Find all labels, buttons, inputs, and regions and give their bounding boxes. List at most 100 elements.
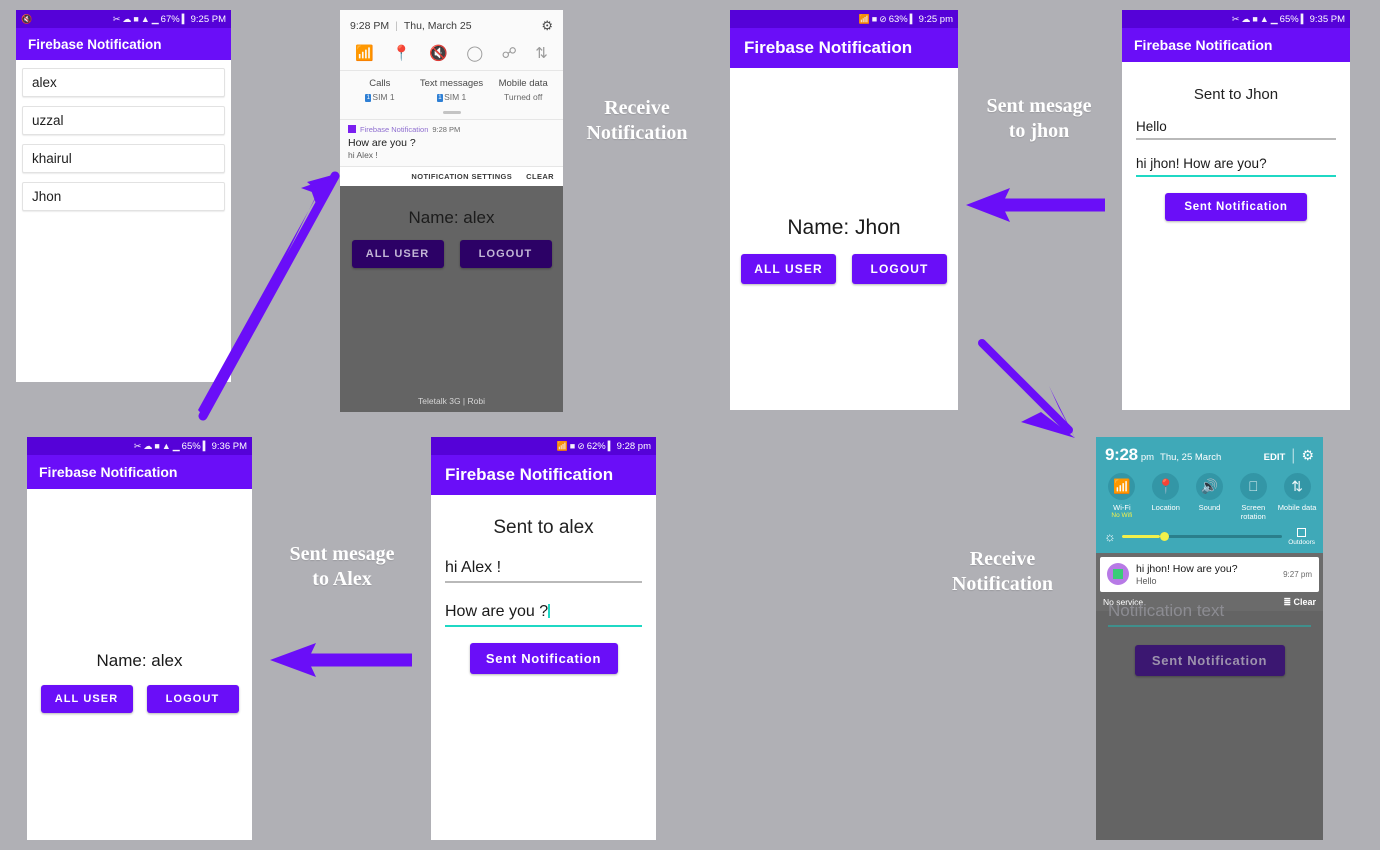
data-transfer-icon[interactable]: ⇅ xyxy=(535,45,548,62)
toggle-label: Mobile data xyxy=(1277,503,1317,512)
app-icon xyxy=(348,125,356,134)
signal2-icon: ▁ xyxy=(172,440,180,451)
logout-button[interactable]: LOGOUT xyxy=(852,254,947,284)
signal2-icon: ▁ xyxy=(1270,13,1278,24)
app-bar-title: Firebase Notification xyxy=(28,36,162,52)
list-item[interactable]: alex xyxy=(22,68,225,97)
clear-button[interactable]: ≣ Clear xyxy=(1283,596,1316,607)
toggle-mobile-data[interactable]: ⇅ Mobile data xyxy=(1276,473,1318,522)
toggle-label: Location xyxy=(1151,503,1180,512)
mute-icon[interactable]: 🔇 xyxy=(429,45,449,62)
send-notification-button[interactable]: Sent Notification xyxy=(1165,192,1307,221)
outdoors-toggle[interactable]: Outdoors xyxy=(1288,527,1315,546)
notification-body: Hello xyxy=(1136,575,1157,586)
notification-title-field[interactable]: Hello xyxy=(1136,119,1336,140)
arrow-shaft xyxy=(198,171,340,421)
mute-icon: ✂ xyxy=(112,13,121,24)
mute-icon: ⊘ xyxy=(879,13,887,24)
shade-header: 9:28 PM | Thu, March 25 ⚙ xyxy=(340,10,563,38)
shade-time: 9:28 PM xyxy=(350,20,390,32)
phone-home-jhon: 📶 ■ ⊘ 63% ▍ 9:25 pm Firebase Notificatio… xyxy=(730,10,958,410)
notification-title-field[interactable]: hi Alex ! xyxy=(445,559,642,583)
toggle-label: Sound xyxy=(1198,503,1221,512)
notification-text-field[interactable]: hi jhon! How are you? xyxy=(1136,156,1336,177)
dimmed-app-behind: Name: alex ALL USER LOGOUT xyxy=(340,186,563,268)
slider-knob[interactable] xyxy=(1160,532,1170,542)
status-bar: ✂ ☁ ■ ▲ ▁ 65% ▍ 9:36 PM xyxy=(27,437,252,455)
app-bar-title: Firebase Notification xyxy=(39,464,178,480)
signal2-icon: ▁ xyxy=(151,13,159,24)
app-bar-title: Firebase Notification xyxy=(1134,37,1273,53)
shade-time: 9:28 xyxy=(1105,445,1138,464)
toggle-location[interactable]: 📍 Location xyxy=(1145,473,1187,522)
all-user-button[interactable]: ALL USER xyxy=(741,254,836,284)
list-item[interactable]: Jhon xyxy=(22,182,225,211)
toggle-sound[interactable]: 🔊 Sound xyxy=(1189,473,1231,522)
notification-actions: NOTIFICATION SETTINGS CLEAR xyxy=(340,165,563,186)
arrow-head-left xyxy=(1021,412,1075,438)
all-user-button[interactable]: ALL USER xyxy=(40,685,133,713)
info-tile-label: Text messages xyxy=(419,78,484,89)
info-tile-label: Calls xyxy=(369,78,391,89)
list-item[interactable]: uzzal xyxy=(22,106,225,135)
quick-toggles: 📶 Wi-Fi No Wifi 📍 Location 🔊 Sound ⎕ Scr… xyxy=(1096,469,1323,524)
bluetooth-icon[interactable]: ☍ xyxy=(501,45,517,62)
toggle-wifi[interactable]: 📶 Wi-Fi No Wifi xyxy=(1101,473,1143,522)
arrow-head xyxy=(966,188,1010,222)
notification-shade: 9:28 pm Thu, 25 March EDIT | ⚙ 📶 Wi-Fi N… xyxy=(1096,437,1323,553)
quick-toggles: 📶 📍 🔇 ◯ ☍ ⇅ xyxy=(340,38,563,70)
location-icon[interactable]: 📍 xyxy=(392,45,411,62)
info-tile-sub-text: Turned off xyxy=(504,91,543,102)
logout-button[interactable]: LOGOUT xyxy=(146,685,239,713)
sim-icon: ■ xyxy=(154,440,160,451)
info-tile-label: Mobile data xyxy=(498,78,548,89)
logout-button[interactable]: LOGOUT xyxy=(459,239,552,268)
all-user-button[interactable]: ALL USER xyxy=(351,239,444,268)
battery-percent: 67% xyxy=(160,13,180,25)
notification-settings-button[interactable]: NOTIFICATION SETTINGS xyxy=(411,171,513,181)
phone-send-jhon: ✂ ☁ ■ ▲ ▁ 65% ▍ 9:35 PM Firebase Notific… xyxy=(1122,10,1350,410)
shade-footer: No service ≣ Clear xyxy=(1096,595,1323,611)
notification-card[interactable]: hi jhon! How are you? Hello 9:27 pm xyxy=(1100,556,1319,592)
list-item[interactable]: khairul xyxy=(22,144,225,173)
status-bar-time: 9:25 PM xyxy=(190,13,226,25)
shade-date: Thu, 25 March xyxy=(1160,452,1222,463)
arrow-up-right-receive xyxy=(198,171,340,421)
notification-header: Firebase Notification 9:28 PM xyxy=(348,125,555,134)
wifi-icon: 📶 xyxy=(858,13,870,24)
brightness-icon: ☼ xyxy=(1104,529,1116,545)
status-bar: 📶 ■ ⊘ 62% ▍ 9:28 pm xyxy=(431,437,656,455)
auto-rotate-icon[interactable]: ◯ xyxy=(466,45,484,62)
notification-card[interactable]: Firebase Notification 9:28 PM How are yo… xyxy=(340,118,563,166)
clear-button[interactable]: CLEAR xyxy=(526,171,554,181)
notification-text-field[interactable]: How are you ? xyxy=(445,603,642,627)
phone-notification-shade-jhon: 9:28 pm Thu, 25 March EDIT | ⚙ 📶 Wi-Fi N… xyxy=(1096,437,1323,840)
send-heading: Sent to alex xyxy=(493,517,594,538)
annotation-receive-notification-top: Receive Notification xyxy=(557,96,717,146)
edit-button[interactable]: EDIT xyxy=(1263,452,1286,463)
arrow-head-right xyxy=(1049,386,1075,438)
toggle-screen-rotation[interactable]: ⎕ Screen rotation xyxy=(1232,473,1274,522)
drag-handle[interactable] xyxy=(442,111,461,114)
field-underline xyxy=(1136,174,1336,177)
status-bar-time: 9:36 PM xyxy=(211,440,247,452)
screen-rotation-icon: ⎕ xyxy=(1239,473,1267,500)
wifi-icon: 📶 xyxy=(556,440,568,451)
field-underline xyxy=(445,581,642,583)
phone-send-alex: 📶 ■ ⊘ 62% ▍ 9:28 pm Firebase Notificatio… xyxy=(431,437,656,840)
notification-text-field[interactable]: Notification text xyxy=(1096,601,1323,627)
info-tile-mobile-data[interactable]: Mobile data Turned off xyxy=(487,77,559,103)
brightness-slider[interactable] xyxy=(1121,532,1283,542)
wifi-icon[interactable]: 📶 xyxy=(355,45,374,62)
gear-icon[interactable]: ⚙ xyxy=(1301,447,1314,463)
gear-icon[interactable]: ⚙ xyxy=(541,18,553,33)
shade-date: Thu, March 25 xyxy=(403,20,472,32)
send-notification-button[interactable]: Sent Notification xyxy=(1134,644,1285,676)
arrow-head xyxy=(270,643,316,677)
battery-icon: ▍ xyxy=(202,440,210,451)
send-notification-button[interactable]: Sent Notification xyxy=(469,642,618,674)
sim-icon: ■ xyxy=(1252,13,1258,24)
